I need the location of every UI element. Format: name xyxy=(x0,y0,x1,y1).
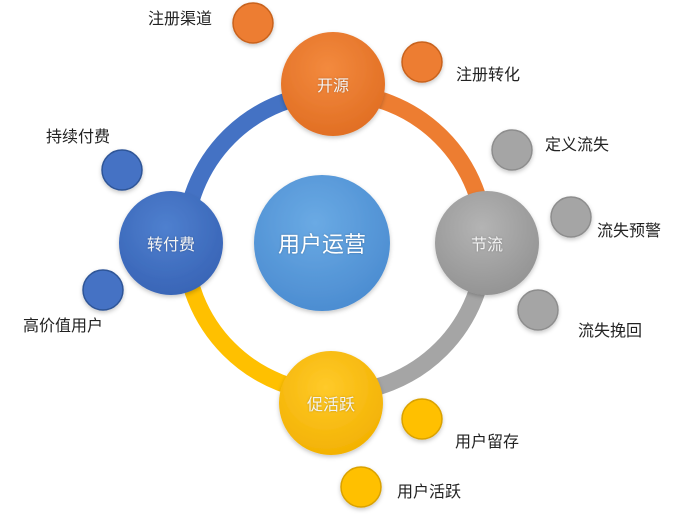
node-zhuanfufei-label: 转付费 xyxy=(146,235,196,254)
satellite-label-liushi-wanhui: 流失挽回 xyxy=(578,321,643,340)
node-jieliu-label: 节流 xyxy=(470,235,504,254)
satellites xyxy=(82,2,592,508)
satellite-zhuce-zhuanhua xyxy=(401,41,443,83)
node-cuhuoyue-label: 促活跃 xyxy=(306,395,356,414)
center-circle xyxy=(254,175,390,311)
satellite-dingyi-liushi xyxy=(491,129,533,171)
node-kaiyuan-circle xyxy=(281,32,385,136)
satellite-label-dingyi-liushi: 定义流失 xyxy=(545,135,610,154)
satellite-chixu-fufei xyxy=(101,149,143,191)
center-label: 用户运营 xyxy=(277,233,367,258)
satellite-label-chixu-fufei: 持续付费 xyxy=(46,127,111,146)
satellite-liushi-wanhui xyxy=(517,289,559,331)
satellite-zhuce-qudao xyxy=(232,2,274,44)
satellite-yonghu-liucun xyxy=(401,398,443,440)
node-zhuanfufei-circle xyxy=(119,191,223,295)
node-kaiyuan-label: 开源 xyxy=(316,76,350,95)
satellite-gaojiazhi-yonghu xyxy=(82,269,124,311)
satellite-label-yonghu-huoyue: 用户活跃 xyxy=(397,482,462,501)
node-jieliu-circle xyxy=(435,191,539,295)
satellite-label-zhuce-zhuanhua: 注册转化 xyxy=(456,65,521,84)
node-cuhuoyue-circle xyxy=(279,351,383,455)
satellite-label-yonghu-liucun: 用户留存 xyxy=(455,432,520,451)
satellite-label-liushi-yujing: 流失预警 xyxy=(597,221,662,240)
satellite-label-gaojiazhi-yonghu: 高价值用户 xyxy=(23,316,104,335)
satellite-yonghu-huoyue xyxy=(340,466,382,508)
satellite-label-zhuce-qudao: 注册渠道 xyxy=(148,9,213,28)
satellite-liushi-yujing xyxy=(550,196,592,238)
